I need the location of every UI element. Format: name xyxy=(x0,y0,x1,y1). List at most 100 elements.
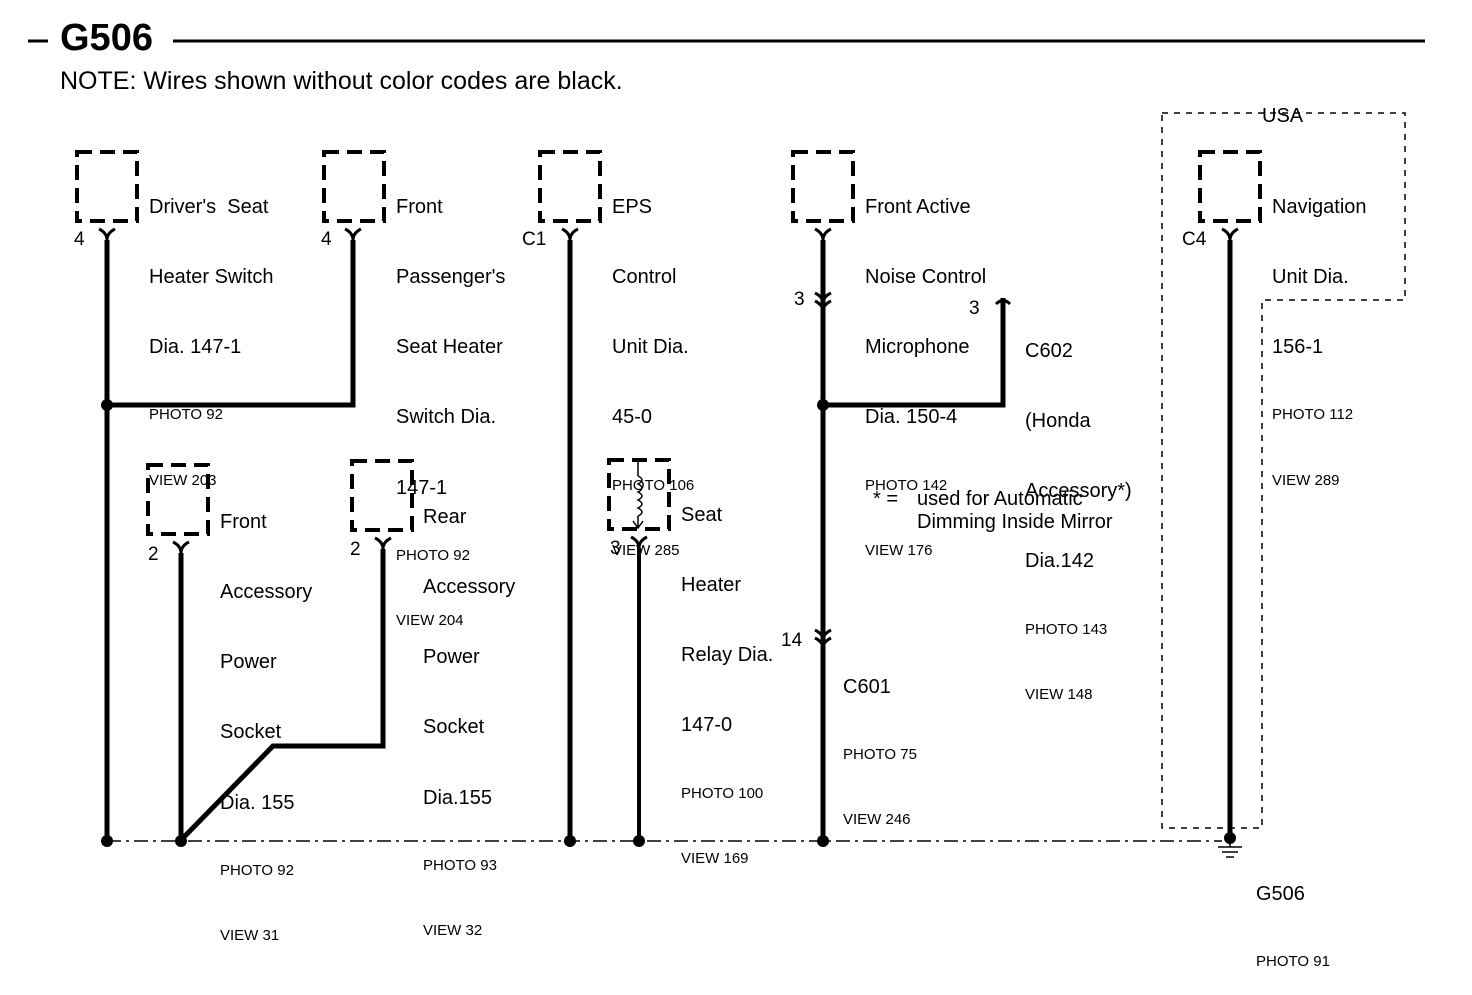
label-line: Power xyxy=(220,651,277,674)
view-ref: VIEW 289 xyxy=(1272,471,1340,489)
pin-label: 3 xyxy=(969,298,980,319)
eps-control-unit-box xyxy=(538,150,602,223)
usa-region-outline xyxy=(1161,112,1406,829)
view-ref: VIEW 148 xyxy=(1025,686,1093,703)
pin-label: 4 xyxy=(74,229,85,250)
label-line: Socket xyxy=(220,721,282,744)
photo-ref: PHOTO 106 xyxy=(612,476,695,494)
relay-coil-icon xyxy=(632,462,644,530)
seat-heater-relay-label: Seat Heater Relay Dia. 147-0 PHOTO 100 V… xyxy=(681,457,773,892)
navigation-unit-label: Navigation Unit Dia. 156-1 PHOTO 112 VIE… xyxy=(1272,149,1367,514)
photo-ref: PHOTO 112 xyxy=(1272,406,1354,424)
pin-label: 3 xyxy=(794,289,805,310)
wire-c602 xyxy=(823,298,1006,408)
label-line: Rear xyxy=(423,505,467,528)
label-line: (Honda xyxy=(1025,410,1091,433)
footnote-symbol: * xyxy=(873,488,881,510)
label-line: Dia.142 xyxy=(1025,550,1094,573)
c602-label: C602 (Honda Accessory*) Dia.142 PHOTO 14… xyxy=(1025,293,1132,728)
label-line: Dia. 155 xyxy=(220,791,295,814)
photo-ref: PHOTO 75 xyxy=(843,746,917,764)
label-line: Dia. 147-1 xyxy=(149,336,242,359)
label-line: 156-1 xyxy=(1272,336,1324,359)
photo-ref: PHOTO 100 xyxy=(681,784,764,802)
pin-label: C4 xyxy=(1182,229,1207,250)
footnote-equals: = xyxy=(886,488,899,510)
front-acc-socket-label: Front Accessory Power Socket Dia. 155 PH… xyxy=(220,464,312,969)
c601-label: C601 PHOTO 75 VIEW 246 xyxy=(843,629,917,853)
splice-dot xyxy=(817,399,829,411)
terminal-anc xyxy=(814,227,832,241)
splice-dot xyxy=(817,835,829,847)
photo-ref: PHOTO 91 xyxy=(1256,953,1330,971)
label-line: Front Active xyxy=(865,195,971,218)
label-line: Dia. 150-4 xyxy=(865,406,958,429)
label-line: Power xyxy=(423,646,480,669)
label-line: Seat xyxy=(681,503,723,526)
drivers-seat-switch-box xyxy=(75,150,139,223)
ground-point-dot xyxy=(1224,832,1236,844)
label-line: Passenger's xyxy=(396,266,506,289)
label-line: EPS xyxy=(612,195,653,218)
label-line: 45-0 xyxy=(612,406,653,429)
anc-microphone-box xyxy=(791,150,855,223)
eps-control-unit-label: EPS Control Unit Dia. 45-0 PHOTO 106 VIE… xyxy=(612,149,694,584)
rear-acc-socket-box xyxy=(350,459,414,532)
label-line: Front xyxy=(220,510,267,533)
label-line: Dia.155 xyxy=(423,786,492,809)
label-line: Driver's Seat xyxy=(149,195,269,218)
label-line: Relay Dia. xyxy=(681,644,774,667)
label-line: Unit Dia. xyxy=(1272,266,1349,289)
label-line: 147-0 xyxy=(681,714,733,737)
view-ref: VIEW 204 xyxy=(396,612,464,630)
rear-acc-socket-label: Rear Accessory Power Socket Dia.155 PHOT… xyxy=(423,459,515,964)
view-ref: VIEW 176 xyxy=(865,542,933,559)
splice-dot xyxy=(564,835,576,847)
photo-ref: PHOTO 142 xyxy=(865,476,948,494)
drivers-seat-switch-label: Driver's Seat Heater Switch Dia. 147-1 P… xyxy=(149,149,274,514)
photo-ref: PHOTO 93 xyxy=(423,856,497,874)
view-ref: VIEW 169 xyxy=(681,850,749,867)
terminal-front-pass xyxy=(344,227,362,241)
pin-label: 2 xyxy=(350,539,361,560)
view-ref: VIEW 203 xyxy=(149,471,217,489)
footnote-line2: Dimming Inside Mirror xyxy=(917,511,1113,533)
anc-microphone-label: Front Active Noise Control Microphone Di… xyxy=(865,149,986,584)
pin-label: 3 xyxy=(610,538,621,559)
label-line: 147-1 xyxy=(396,476,448,499)
view-ref: VIEW 246 xyxy=(843,811,911,829)
front-acc-socket-box xyxy=(146,463,210,536)
wire-color-note: NOTE: Wires shown without color codes ar… xyxy=(60,67,623,95)
photo-ref: PHOTO 92 xyxy=(149,406,223,424)
front-pass-seat-switch-label: Front Passenger's Seat Heater Switch Dia… xyxy=(396,149,505,654)
label-line: Noise Control xyxy=(865,266,987,289)
terminal-drivers-seat xyxy=(98,227,116,241)
label-line: C602 xyxy=(1025,339,1073,362)
label-line: Heater Switch xyxy=(149,266,274,289)
splice-dot xyxy=(101,835,113,847)
wire-rear-acc xyxy=(181,549,386,840)
label-line: Front xyxy=(396,195,443,218)
ground-label: G506 PHOTO 91 xyxy=(1256,836,1330,995)
pin-label: 4 xyxy=(321,229,332,250)
label-line: Control xyxy=(612,266,677,289)
splice-dot xyxy=(633,835,645,847)
seat-heater-relay-box xyxy=(607,458,671,531)
label-line: Seat Heater xyxy=(396,336,503,359)
label-line: Microphone xyxy=(865,336,970,359)
label-line: Unit Dia. xyxy=(612,336,689,359)
page-title: G506 xyxy=(60,17,153,59)
navigation-unit-box xyxy=(1198,150,1262,223)
wire-front-pass xyxy=(107,240,356,408)
label-line: G506 xyxy=(1256,882,1305,905)
photo-ref: PHOTO 143 xyxy=(1025,620,1108,638)
label-line: C601 xyxy=(843,675,891,698)
terminal-eps xyxy=(561,227,579,241)
view-ref: VIEW 32 xyxy=(423,922,483,940)
usa-region-label: USA xyxy=(1262,105,1304,127)
view-ref: VIEW 31 xyxy=(220,927,280,945)
label-line: Heater xyxy=(681,574,742,597)
label-line: Socket xyxy=(423,716,485,739)
footnote-line1: used for Automatic xyxy=(917,488,1083,510)
